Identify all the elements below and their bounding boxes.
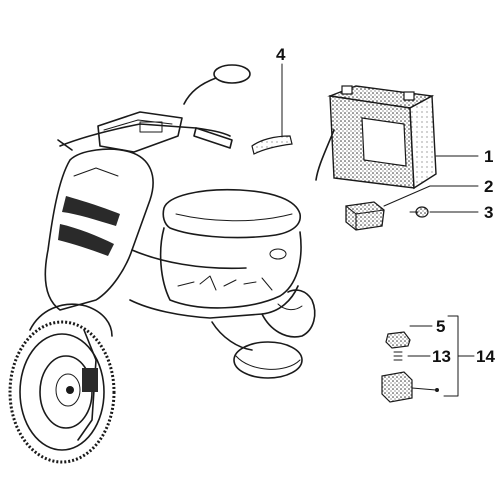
engine-detail	[277, 303, 303, 311]
fuse-holder-wire	[411, 387, 437, 391]
headset-cover	[97, 111, 183, 153]
center-stand	[211, 321, 253, 351]
fuse-holder-body	[381, 371, 413, 403]
leader-2	[383, 185, 479, 207]
callout-13: 13	[432, 347, 451, 366]
fuse-holder-kit	[381, 315, 475, 403]
mirror-stem	[183, 77, 217, 105]
brake-caliper	[82, 368, 98, 392]
part-2-relay	[345, 185, 479, 231]
seat-seam	[175, 213, 293, 222]
shield-decal-lower	[58, 224, 114, 256]
callout-3: 3	[484, 203, 493, 222]
part-13-fuse	[393, 351, 431, 361]
front-shield	[44, 148, 154, 311]
legshield-lower-edge	[131, 249, 247, 270]
shield-vent	[73, 167, 119, 177]
callout-2: 2	[484, 177, 493, 196]
rear-tire-tread	[235, 355, 301, 370]
part-3-screw	[409, 206, 479, 218]
callout-4: 4	[276, 45, 286, 64]
part-5-cap	[385, 331, 411, 349]
front-wheel	[8, 320, 116, 464]
callout-14: 14	[476, 347, 495, 366]
floorboard	[129, 285, 299, 319]
dash-detail	[103, 119, 173, 131]
body-decal-lettering	[177, 275, 273, 291]
part-4-strip	[251, 63, 293, 155]
front-mudguard	[29, 303, 113, 337]
right-grip	[193, 127, 233, 149]
mirror	[213, 64, 251, 84]
callout-5: 5	[436, 317, 445, 336]
engine-case	[261, 289, 316, 338]
seat	[162, 188, 301, 239]
scooter-illustration	[8, 64, 316, 464]
left-grip	[57, 139, 73, 151]
battery-vent-tube	[315, 129, 335, 181]
part-1-battery	[315, 85, 479, 190]
body-badge	[269, 248, 287, 260]
handlebar	[59, 123, 231, 147]
rear-wheel	[233, 341, 303, 379]
shield-decal-upper	[62, 196, 120, 226]
callout-1: 1	[484, 147, 493, 166]
rear-body-panel	[159, 227, 302, 309]
speedometer	[139, 121, 163, 133]
